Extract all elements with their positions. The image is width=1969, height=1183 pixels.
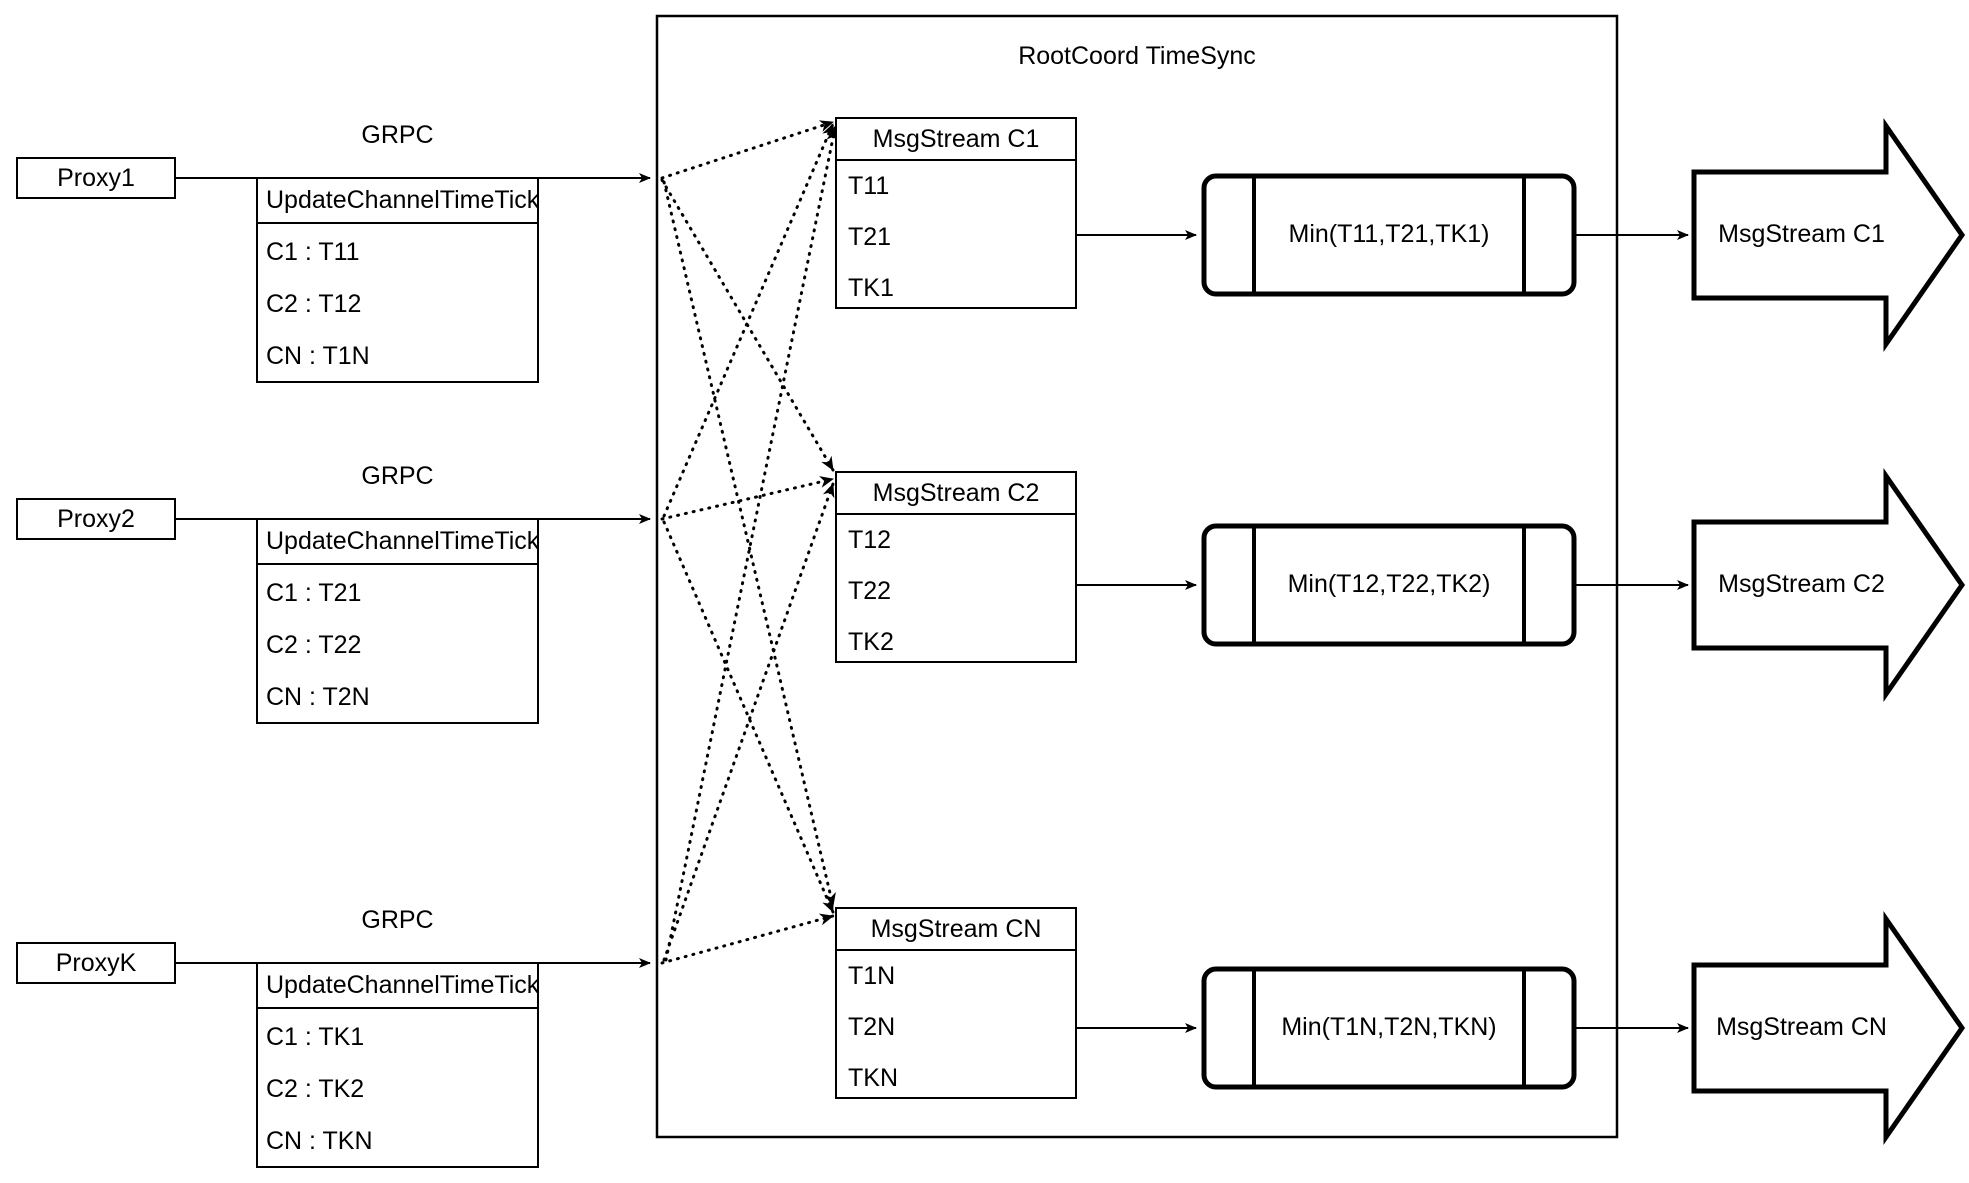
rootcoord-container — [655, 14, 1619, 1139]
proxy2-box[interactable] — [16, 498, 176, 540]
proxy1-rpc-box — [256, 177, 539, 383]
msgstream-cn-row-0: T1N — [848, 962, 896, 990]
dotted-edge-p2-c1 — [662, 122, 835, 518]
msgstream-c2-row-2: TK2 — [848, 628, 894, 656]
msgstream-c2-row-0: T12 — [848, 526, 892, 554]
min-label-c1: Min(T11,T21,TK1) — [1288, 220, 1490, 248]
proxy1-rpc-title: UpdateChannelTimeTick — [266, 186, 540, 214]
dotted-edge-p2-c2 — [660, 476, 835, 521]
output-arrow-c1 — [1691, 118, 1966, 352]
grpc-label-proxyk: GRPC — [361, 906, 434, 934]
msgstream-c1-row-2: TK1 — [848, 274, 894, 302]
dotted-edge-p2-cn — [662, 520, 835, 914]
min-label-cn: Min(T1N,T2N,TKN) — [1281, 1013, 1497, 1041]
output-arrow-label-c1: MsgStream C1 — [1718, 220, 1885, 248]
proxy2-rpc-title: UpdateChannelTimeTick — [266, 527, 540, 555]
proxy1-label: Proxy1 — [57, 164, 135, 192]
output-arrow-label-c2: MsgStream C2 — [1718, 570, 1885, 598]
dotted-edge-pk-c2 — [662, 482, 835, 962]
msgstream-c1-row-1: T21 — [848, 223, 892, 251]
proxyk-rpc-row-1: C2 : TK2 — [266, 1075, 365, 1103]
msgstream-c1-title: MsgStream C1 — [872, 125, 1040, 153]
rootcoord-container-title: RootCoord TimeSync — [1018, 42, 1256, 70]
msgstream-c1-box — [835, 117, 1077, 309]
output-arrow-cn — [1691, 911, 1966, 1145]
proxy1-rpc-row-2: CN : T1N — [266, 342, 370, 370]
dotted-edge-pk-c1 — [664, 126, 839, 962]
proxy2-label: Proxy2 — [57, 505, 135, 533]
msgstream-c1-row-0: T11 — [848, 172, 890, 200]
dotted-routing-edges — [660, 120, 839, 965]
proxy1-box[interactable] — [16, 157, 176, 199]
proxy2-rpc-row-0: C1 : T21 — [266, 579, 362, 607]
proxyk-rpc-title: UpdateChannelTimeTick — [266, 971, 540, 999]
output-arrow-label-cn: MsgStream CN — [1716, 1013, 1887, 1041]
proxy2-rpc-row-1: C2 : T22 — [266, 631, 362, 659]
msgstream-c2-row-1: T22 — [848, 577, 892, 605]
proxy2-rpc-box — [256, 518, 539, 724]
grpc-label-proxy2: GRPC — [361, 462, 434, 490]
proxyk-label: ProxyK — [55, 949, 137, 977]
msgstream-c2-title: MsgStream C2 — [872, 479, 1040, 507]
output-arrow-c2 — [1691, 468, 1966, 702]
dotted-edge-pk-cn — [660, 913, 835, 965]
msgstream-c2-box — [835, 471, 1077, 663]
msgstream-cn-title: MsgStream CN — [870, 915, 1042, 943]
dotted-edge-p1-cn — [662, 180, 836, 908]
dotted-edge-p1-c1 — [660, 120, 835, 180]
min-label-c2: Min(T12,T22,TK2) — [1287, 570, 1491, 598]
proxy1-rpc-row-0: C1 : T11 — [266, 238, 360, 266]
proxyk-rpc-row-0: C1 : TK1 — [266, 1023, 365, 1051]
msgstream-cn-row-2: TKN — [848, 1064, 898, 1092]
proxy1-rpc-row-1: C2 : T12 — [266, 290, 362, 318]
proxy2-rpc-row-2: CN : T2N — [266, 683, 370, 711]
msgstream-cn-row-1: T2N — [848, 1013, 896, 1041]
msgstream-cn-box — [835, 907, 1077, 1099]
proxyk-rpc-row-2: CN : TKN — [266, 1127, 373, 1155]
grpc-label-proxy1: GRPC — [361, 121, 434, 149]
